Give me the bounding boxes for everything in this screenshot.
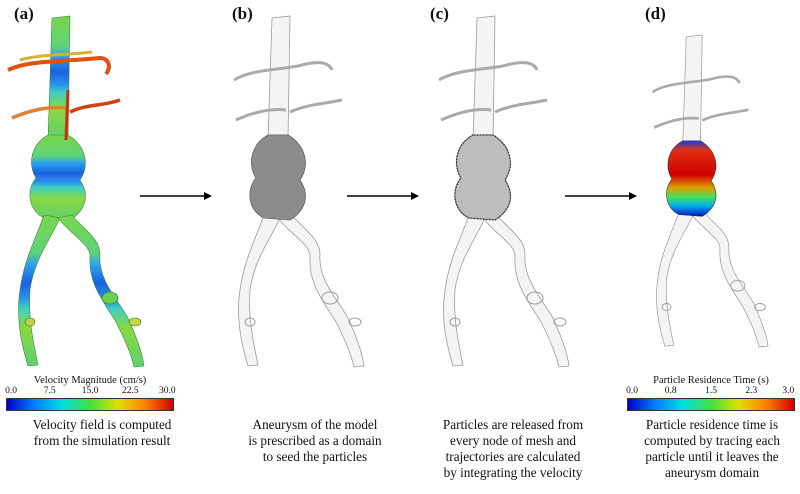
arrow-a-to-b: [140, 192, 212, 200]
velocity-tick: 7.5: [43, 386, 56, 396]
caption-line: by integrating the velocity: [443, 465, 583, 480]
residence-time-model: [651, 34, 769, 348]
residence-tick: 0.0: [626, 386, 638, 396]
panel-label-d: (d): [645, 4, 666, 23]
caption-line: to seed the particles: [262, 449, 368, 464]
caption-line: trajectories are calculated: [445, 449, 581, 464]
velocity-vessel-model: [7, 15, 145, 368]
caption-d: Particle residence time is computed by t…: [628, 417, 796, 481]
velocity-colorbar: Velocity Magnitude (cm/s) 0.0 7.5 15.0 2…: [5, 375, 176, 411]
residence-tick: 2.3: [745, 386, 758, 396]
residence-colorbar: Particle Residence Time (s) 0.0 0.8 1.5 …: [626, 375, 795, 411]
velocity-tick: 22.5: [122, 386, 139, 396]
caption-line: every node of mesh and: [450, 433, 576, 448]
caption-line: Particles are released from: [442, 417, 584, 432]
caption-line: is prescribed as a domain: [248, 433, 382, 448]
velocity-colorbar-ticks: 0.0 7.5 15.0 22.5 30.0: [5, 386, 176, 398]
residence-colorbar-ticks: 0.0 0.8 1.5 2.3 3.0: [626, 386, 795, 398]
velocity-tick: 30.0: [158, 386, 176, 396]
panel-label-c: (c): [430, 4, 449, 23]
caption-line: aneurysm domain: [664, 465, 760, 480]
caption-b: Aneurysm of the model is prescribed as a…: [230, 417, 400, 465]
arrow-c-to-d: [565, 192, 637, 200]
panel-label-a: (a): [14, 4, 34, 23]
velocity-colorbar-title: Velocity Magnitude (cm/s): [33, 375, 147, 386]
aneurysm-domain-model: [233, 15, 365, 368]
residence-colorbar-title: Particle Residence Time (s): [653, 375, 769, 386]
panel-label-b: (b): [232, 4, 253, 23]
caption-line: Aneurysm of the model: [252, 417, 378, 432]
caption-line: computed by tracing each: [644, 433, 780, 448]
particle-seed-model: [438, 15, 570, 368]
caption-c: Particles are released from every node o…: [428, 417, 598, 481]
velocity-tick: 0.0: [5, 386, 17, 396]
caption-line: particle until it leaves the: [645, 449, 779, 464]
velocity-colorbar-gradient: [6, 398, 174, 411]
residence-colorbar-gradient: [627, 398, 795, 411]
residence-tick: 1.5: [705, 386, 717, 396]
arrow-b-to-c: [347, 192, 419, 200]
velocity-tick: 15.0: [81, 386, 99, 396]
caption-line: from the simulation result: [33, 433, 171, 448]
caption-line: Particle residence time is: [645, 417, 779, 432]
residence-tick: 3.0: [782, 386, 795, 396]
caption-line: Velocity field is computed: [32, 417, 172, 432]
residence-tick: 0.8: [664, 386, 677, 396]
caption-a: Velocity field is computed from the simu…: [18, 417, 186, 449]
